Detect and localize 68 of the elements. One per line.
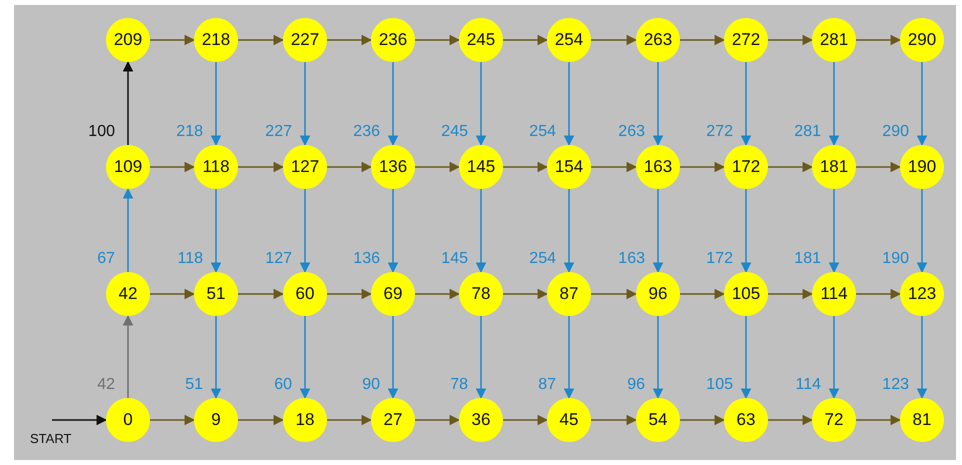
arrow: [828, 62, 840, 146]
arrow: [591, 414, 638, 426]
arrow: [150, 288, 196, 300]
arrow: [210, 189, 222, 274]
arrow: [300, 62, 310, 146]
arrow: [768, 34, 814, 46]
arrow: [680, 162, 726, 172]
arrow: [122, 60, 134, 145]
arrow: [591, 34, 638, 46]
arrow: [300, 189, 310, 274]
arrow: [415, 162, 460, 172]
arrow: [856, 34, 902, 46]
arrow: [652, 189, 664, 274]
arrow: [564, 62, 574, 146]
arrow: [122, 314, 134, 398]
arrow: [740, 189, 752, 274]
arrow: [327, 34, 372, 46]
arrow: [415, 414, 460, 426]
arrow: [591, 288, 638, 300]
start-label: START: [30, 431, 72, 446]
arrow: [680, 288, 726, 300]
arrow: [740, 62, 752, 146]
arrow: [388, 62, 398, 146]
arrow: [150, 414, 196, 426]
arrow: [828, 316, 840, 400]
arrow: [238, 34, 284, 46]
arrow: [652, 62, 664, 146]
arrow: [327, 414, 372, 426]
arrow: [238, 414, 284, 426]
arrow: [415, 34, 460, 46]
arrow: [476, 189, 486, 274]
arrow: [564, 316, 574, 400]
arrow: [768, 162, 814, 172]
arrow: [150, 162, 196, 172]
arrow: [856, 414, 902, 426]
arrow: [680, 34, 726, 46]
arrow: [52, 414, 108, 426]
arrow: [503, 162, 548, 172]
arrow: [388, 189, 398, 274]
arrow: [476, 316, 486, 400]
arrow: [327, 288, 372, 300]
arrow: [916, 189, 928, 274]
arrow: [856, 162, 902, 172]
arrow: [503, 414, 548, 426]
arrow: [564, 189, 574, 274]
arrow: [768, 288, 814, 300]
arrow: [300, 316, 310, 400]
arrow: [828, 189, 840, 274]
arrow: [503, 34, 548, 46]
arrow: [210, 62, 222, 146]
arrow: [740, 316, 752, 400]
arrow: [916, 316, 928, 400]
arrow: [916, 62, 928, 146]
arrow: [591, 162, 638, 172]
arrow: [768, 414, 814, 426]
arrow: [415, 288, 460, 300]
arrow: [503, 288, 548, 300]
arrow: [476, 62, 486, 146]
arrow: [652, 316, 664, 400]
arrow: [388, 316, 398, 400]
arrow: [150, 34, 196, 46]
arrow: [238, 162, 284, 172]
arrow: [680, 414, 726, 426]
arrow: [210, 316, 222, 400]
arrow: [238, 288, 284, 300]
arrow: [327, 162, 372, 172]
arrow: [122, 188, 134, 272]
arrow: [856, 288, 902, 300]
